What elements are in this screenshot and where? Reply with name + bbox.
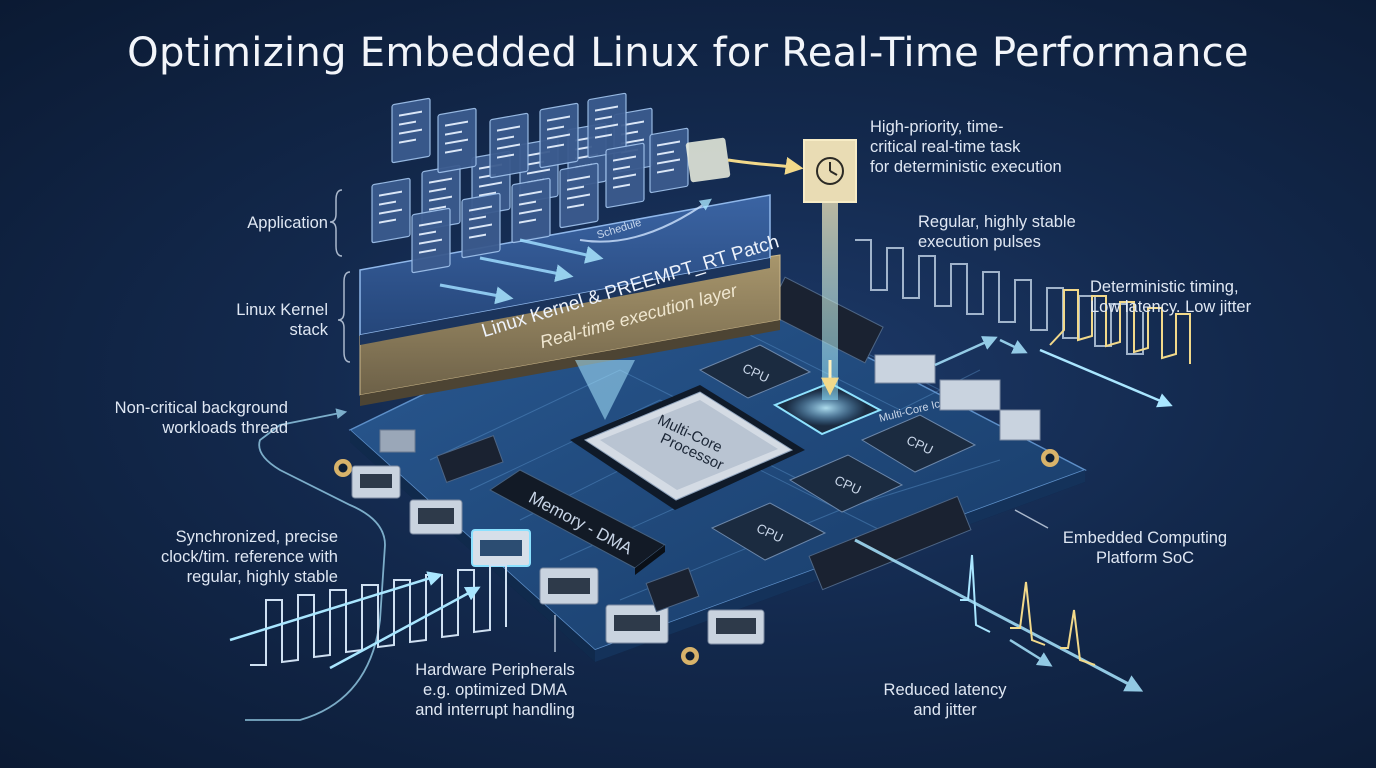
background-workload-path [245,408,386,721]
wave-arrow [229,571,443,642]
left-brackets [329,189,1049,652]
task-card [649,127,689,194]
cpu-core: CPU [698,344,812,399]
label-regular-pulses: Regular, highly stable execution pulses [918,213,1076,251]
task-card [371,177,411,244]
cpu-core: CPU [860,414,977,473]
square-wave [855,239,1144,355]
label-reduced-latency: Reduced latency and jitter [883,681,1007,719]
task-card [411,207,451,274]
cpu-core: CPU [710,502,827,561]
label-kernel-stack: Linux Kernel stack [236,301,328,339]
label-high-priority: High-priority, time- critical real-time … [870,118,1062,176]
latency-spikes [960,554,1096,666]
page-title: Optimizing Embedded Linux for Real-Time … [127,30,1249,76]
label-non-critical: Non-critical background workloads thread [114,399,288,437]
wave-arrow [329,586,481,670]
task-card [437,107,477,174]
label-synchronized: Synchronized, precise clock/tim. referen… [161,528,338,586]
clock-reference-wave [229,564,507,670]
application-tasks [371,92,689,274]
task-card [461,192,501,259]
label-hardware-peripherals: Hardware Peripherals e.g. optimized DMA … [415,661,575,719]
cpu-core: CPU [788,454,904,513]
task-card [511,177,551,244]
task-card [539,102,579,169]
label-embedded-platform: Embedded Computing Platform SoC [1062,529,1228,567]
clock-icon [816,157,844,185]
hardware-ports [351,465,765,645]
cpu-core [772,381,883,436]
cpu-cores: CPU CPU CPU CPU Multi-Core Ico. [698,344,977,561]
square-wave [250,564,507,666]
task-card [605,142,645,209]
label-deterministic: Deterministic timing, Low latency. Low j… [1090,278,1252,316]
label-application: Application [247,214,328,232]
gold-square-wave [1049,289,1191,364]
task-card [559,162,599,229]
task-card [391,97,431,164]
task-card [489,112,529,179]
task-arrows [439,238,604,305]
execution-pulses-wave [855,239,1191,408]
high-priority-task [685,137,857,400]
wave-arrow [1039,348,1173,408]
